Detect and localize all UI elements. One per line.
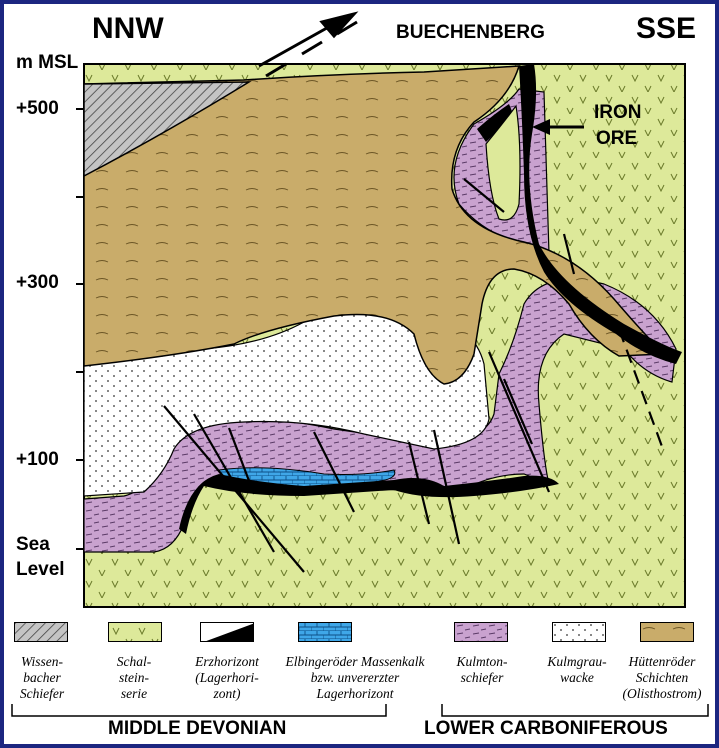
legend-label-erzhorizont: Erzhorizont (Lagerhori- zont) bbox=[182, 654, 272, 702]
legend-label-wissenbacher: Wissen- bacher Schiefer bbox=[4, 654, 80, 702]
tick-sea: Sea bbox=[16, 534, 50, 556]
legend-label-massenkalk: Elbingeröder Massenkalk bzw. unvererzter… bbox=[266, 654, 444, 702]
legend-label-kulmtonschiefer: Kulmton- schiefer bbox=[442, 654, 522, 686]
legend-swatch-huettenroeder bbox=[640, 622, 694, 642]
legend-swatch-schalstein bbox=[108, 622, 162, 642]
diagram-frame: NNW SSE BUECHENBERG m MSL +500 +300 +100… bbox=[4, 4, 715, 744]
legend-label-kulmgrauwacke: Kulmgrau- wacke bbox=[532, 654, 622, 686]
legend-swatch-kulmtonschiefer bbox=[454, 622, 508, 642]
elevation-axis bbox=[76, 109, 84, 549]
direction-left: NNW bbox=[92, 12, 164, 46]
legend-label-huettenroeder: Hüttenröder Schichten (Olisthostrom) bbox=[610, 654, 714, 702]
iron-ore-label-line1: IRON bbox=[594, 102, 642, 124]
tick-100: +100 bbox=[16, 449, 59, 471]
legend-swatch-kulmgrauwacke bbox=[552, 622, 606, 642]
legend-label-schalstein: Schal- stein- serie bbox=[96, 654, 172, 702]
legend-swatch-massenkalk bbox=[298, 622, 352, 642]
tick-500: +500 bbox=[16, 98, 59, 120]
group-middle-devonian: MIDDLE DEVONIAN bbox=[108, 718, 286, 740]
direction-right: SSE bbox=[636, 12, 696, 46]
location-title: BUECHENBERG bbox=[396, 22, 545, 44]
tick-level: Level bbox=[16, 559, 65, 581]
group-lower-carboniferous: LOWER CARBONIFEROUS bbox=[424, 718, 668, 740]
iron-ore-label-line2: ORE bbox=[596, 128, 637, 150]
tick-300: +300 bbox=[16, 272, 59, 294]
axis-unit: m MSL bbox=[16, 52, 78, 74]
legend-swatch-erzhorizont bbox=[200, 622, 254, 642]
legend-swatch-wissenbacher bbox=[14, 622, 68, 642]
